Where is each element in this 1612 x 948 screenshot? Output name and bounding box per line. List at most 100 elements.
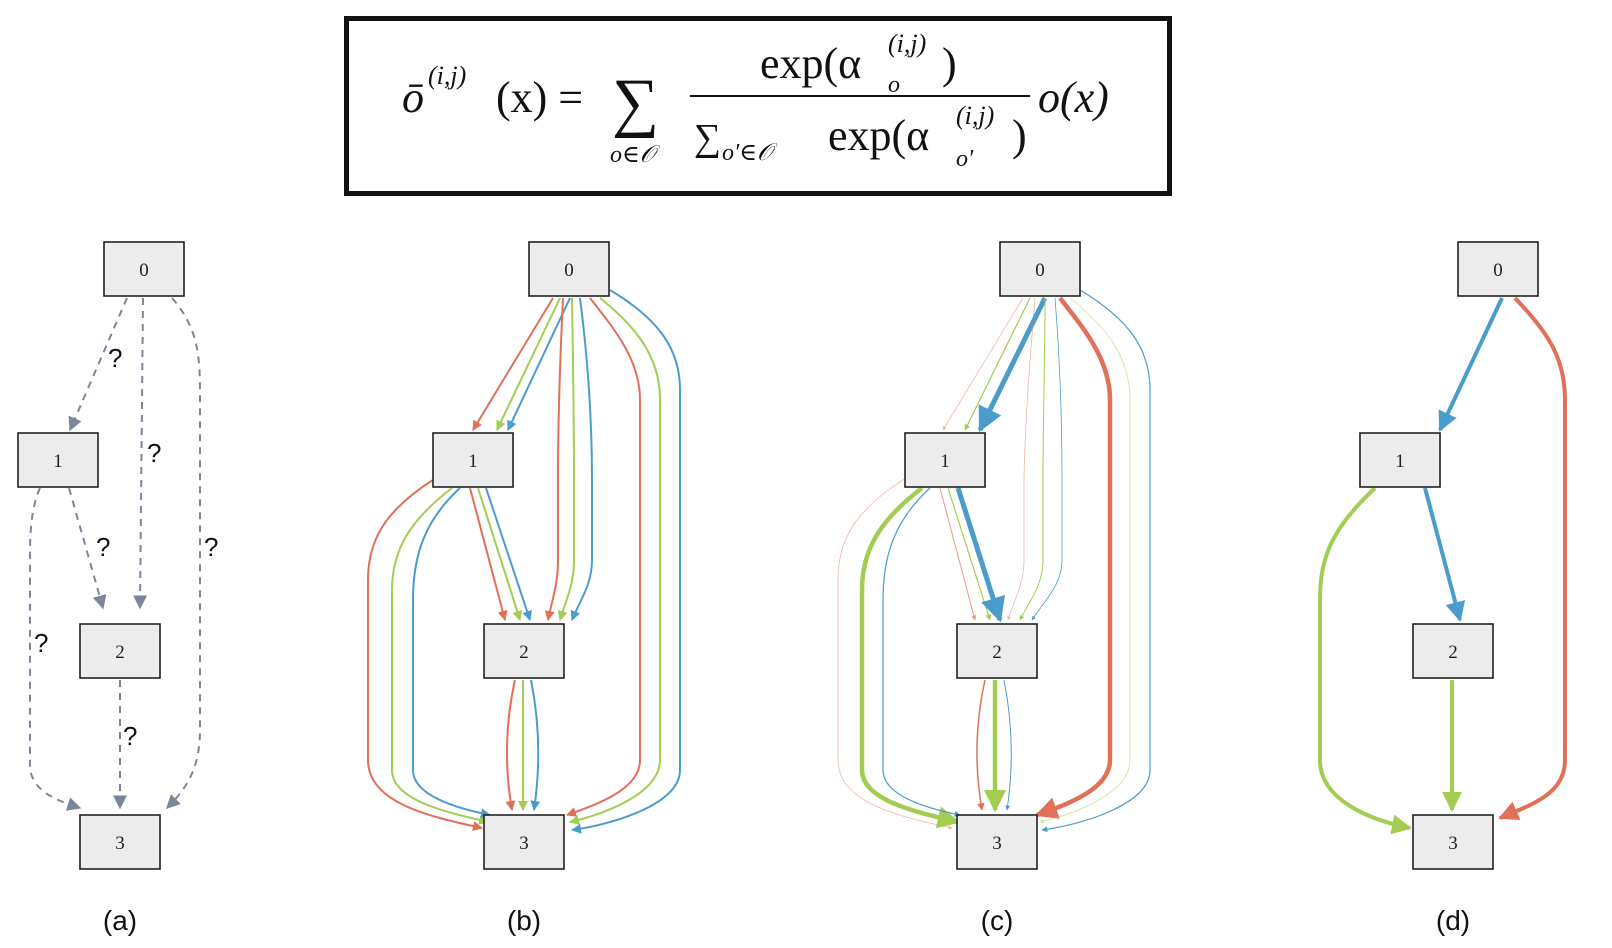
edge-d-0-1 <box>1438 297 1504 432</box>
edge-c-0-1-green <box>964 297 1031 431</box>
formula-den-close: ) <box>1012 111 1027 160</box>
question-mark: ? <box>96 532 110 562</box>
edge-b-2-3-red <box>505 679 516 811</box>
node-b-0: 0 <box>528 241 610 297</box>
formula-den-exp: exp(α <box>828 111 929 160</box>
node-d-3: 3 <box>1412 814 1494 870</box>
edge-a-1-3 <box>29 487 82 811</box>
edge-c-1-2-blue <box>955 487 1006 623</box>
edge-b-0-1-blue <box>507 297 571 431</box>
node-a-2: 2 <box>79 623 161 679</box>
edge-a-0-1 <box>68 297 128 432</box>
edge-b-0-2-red <box>544 297 564 621</box>
edge-b-1-2-blue <box>485 487 532 621</box>
edge-c-1-3-blue <box>882 487 961 817</box>
formula-den-sub: o′ <box>956 146 974 172</box>
edge-c-0-1-blue <box>977 296 1048 433</box>
edge-c-1-3-red <box>837 477 953 830</box>
edge-c-1-2-green <box>947 487 992 621</box>
edge-c-1-3-green <box>859 486 961 829</box>
svg-text:2: 2 <box>519 642 529 663</box>
question-mark: ? <box>147 438 161 468</box>
edge-b-1-2-red <box>469 487 508 621</box>
node-d-1: 1 <box>1359 432 1441 488</box>
formula-rhs: o(x) <box>1038 73 1109 122</box>
panel-c: 0 1 2 3 (c) <box>837 241 1151 936</box>
node-d-2: 2 <box>1412 623 1494 679</box>
node-a-0: 0 <box>103 241 185 297</box>
formula-lhs-arg: (x) = <box>496 73 583 122</box>
node-d-0: 0 <box>1457 241 1539 297</box>
edge-d-1-3 <box>1318 486 1412 835</box>
node-c-2: 2 <box>956 623 1038 679</box>
svg-text:3: 3 <box>115 833 125 854</box>
edge-b-1-3-red <box>367 477 483 832</box>
node-b-3: 3 <box>483 814 565 870</box>
formula-num-close: ) <box>942 39 957 88</box>
node-a-3: 3 <box>79 814 161 870</box>
question-mark: ? <box>204 532 218 562</box>
edge-b-0-1-green <box>496 297 561 431</box>
formula-den-sum-sub: o′∈𝒪 <box>722 140 778 166</box>
svg-text:2: 2 <box>992 642 1002 663</box>
svg-text:1: 1 <box>940 451 950 472</box>
edge-a-0-2 <box>133 297 148 610</box>
edge-c-0-1-red <box>942 297 1024 431</box>
edge-c-0-2-red <box>1007 297 1036 621</box>
node-a-1: 1 <box>17 432 99 488</box>
formula-box <box>344 16 1172 196</box>
edge-d-1-2 <box>1423 487 1466 622</box>
svg-text:3: 3 <box>992 833 1002 854</box>
edge-c-1-2-red <box>939 487 977 621</box>
svg-text:3: 3 <box>1448 833 1458 854</box>
edge-c-0-2-green <box>1019 297 1046 621</box>
question-mark: ? <box>123 721 137 751</box>
panel-label-d: (d) <box>1436 905 1470 936</box>
edge-c-0-2-blue <box>1031 297 1063 621</box>
svg-text:0: 0 <box>139 260 149 281</box>
svg-text:3: 3 <box>519 833 529 854</box>
node-b-1: 1 <box>432 432 514 488</box>
svg-text:2: 2 <box>115 642 125 663</box>
edge-d-0-3 <box>1498 296 1567 821</box>
panel-b: 0 1 2 3 (b) <box>367 241 681 936</box>
edge-c-2-3-red <box>976 679 986 811</box>
edge-b-0-2-green <box>557 297 575 621</box>
formula-sum-sub: o∈𝒪 <box>610 142 661 168</box>
formula-lhs: ō <box>402 73 424 122</box>
edge-b-2-3-blue <box>530 679 541 811</box>
panel-label-b: (b) <box>507 905 541 936</box>
edge-b-1-3-blue <box>412 487 491 819</box>
formula-sum: ∑ <box>612 66 659 139</box>
edge-b-1-2-green <box>477 487 523 621</box>
edge-c-2-3-blue <box>1003 679 1012 811</box>
svg-text:0: 0 <box>564 260 574 281</box>
node-c-1: 1 <box>904 432 986 488</box>
edge-b-0-1-red <box>472 297 554 431</box>
svg-text:1: 1 <box>53 451 63 472</box>
edge-b-0-3-blue <box>571 289 681 834</box>
edge-c-0-3-blue <box>1041 289 1151 833</box>
question-mark: ? <box>108 343 122 373</box>
edge-b-1-3-green <box>391 487 489 825</box>
edge-b-0-2-blue <box>570 297 593 621</box>
node-b-2: 2 <box>483 623 565 679</box>
edge-a-0-3 <box>166 297 201 809</box>
formula-lhs-sup: (i,j) <box>428 61 466 90</box>
svg-text:0: 0 <box>1035 260 1045 281</box>
edge-b-0-3-green <box>569 297 661 825</box>
edge-c-0-3-red <box>1034 296 1113 819</box>
panel-label-a: (a) <box>103 905 137 936</box>
svg-text:2: 2 <box>1448 642 1458 663</box>
node-c-3: 3 <box>956 814 1038 870</box>
panel-d: 0 1 2 3 (d) <box>1318 241 1567 936</box>
svg-text:1: 1 <box>468 451 478 472</box>
formula-num-sub: o <box>888 72 900 98</box>
panel-label-c: (c) <box>981 905 1014 936</box>
formula-num-sup: (i,j) <box>888 29 926 58</box>
formula-den-sup: (i,j) <box>956 101 994 130</box>
formula-num-exp: exp(α <box>760 39 861 88</box>
svg-text:1: 1 <box>1395 451 1405 472</box>
node-c-0: 0 <box>999 241 1081 297</box>
